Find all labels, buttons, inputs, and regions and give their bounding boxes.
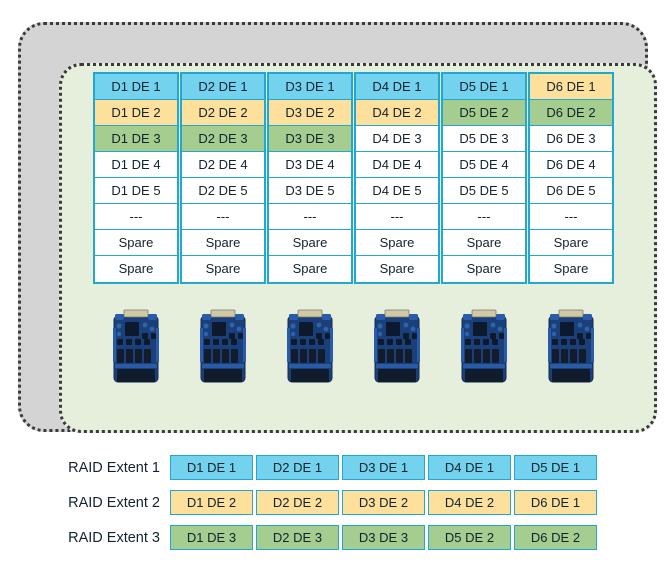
raid-extent-label: RAID Extent 3 (68, 529, 160, 546)
physical-drives-row (93, 308, 615, 386)
disk-extent-cell[interactable]: Spare (530, 256, 612, 282)
disk-extent-cell[interactable]: D3 DE 5 (269, 178, 351, 204)
disk-extent-cell[interactable]: --- (443, 204, 525, 230)
disk-extent-cell[interactable]: D1 DE 5 (95, 178, 177, 204)
disk-extent-cell[interactable]: D5 DE 1 (443, 74, 525, 100)
raid-extent-member[interactable]: D1 DE 2 (170, 490, 253, 515)
raid-extent-member[interactable]: D5 DE 2 (428, 525, 511, 550)
raid-extent-member[interactable]: D3 DE 3 (342, 525, 425, 550)
disk-drive-icon (374, 309, 420, 383)
disk-drive-icon (461, 309, 507, 383)
disk-extent-cell[interactable]: Spare (182, 230, 264, 256)
disk-extent-cell[interactable]: D6 DE 2 (530, 100, 612, 126)
disk-extent-cell[interactable]: D3 DE 4 (269, 152, 351, 178)
disk-extent-cell[interactable]: D4 DE 3 (356, 126, 438, 152)
disk-extent-cell[interactable]: D1 DE 1 (95, 74, 177, 100)
raid-extent-label: RAID Extent 2 (68, 494, 160, 511)
disk-extent-cell[interactable]: D4 DE 2 (356, 100, 438, 126)
raid-extent-member[interactable]: D3 DE 1 (342, 455, 425, 480)
raid-extent-member[interactable]: D2 DE 1 (256, 455, 339, 480)
disk-drive-6[interactable] (528, 308, 614, 386)
disk-extent-cell[interactable]: D5 DE 4 (443, 152, 525, 178)
raid-extent-member[interactable]: D2 DE 3 (256, 525, 339, 550)
disk-extent-cell[interactable]: D6 DE 1 (530, 74, 612, 100)
disk-extent-cell[interactable]: Spare (95, 256, 177, 282)
disk-extent-cell[interactable]: D2 DE 3 (182, 126, 264, 152)
disk-extent-cell[interactable]: Spare (356, 230, 438, 256)
disk-extent-cell[interactable]: Spare (269, 230, 351, 256)
disk-extent-cell[interactable]: --- (95, 204, 177, 230)
raid-extent-member[interactable]: D3 DE 2 (342, 490, 425, 515)
disk-extent-cell[interactable]: D6 DE 5 (530, 178, 612, 204)
raid-extent-member[interactable]: D4 DE 1 (428, 455, 511, 480)
disk-drive-2[interactable] (180, 308, 266, 386)
disk-extent-cell[interactable]: --- (356, 204, 438, 230)
disk-extent-cell[interactable]: D1 DE 3 (95, 126, 177, 152)
raid-extent-label: RAID Extent 1 (68, 459, 160, 476)
disk-drive-3[interactable] (267, 308, 353, 386)
raid-extent-member[interactable]: D5 DE 1 (514, 455, 597, 480)
disk-drive-4[interactable] (354, 308, 440, 386)
disk-extent-cell[interactable]: D6 DE 4 (530, 152, 612, 178)
disk-extent-cell[interactable]: --- (269, 204, 351, 230)
disk-extent-cell[interactable]: D2 DE 2 (182, 100, 264, 126)
disk-drive-icon (113, 309, 159, 383)
disk-extent-cell[interactable]: D2 DE 4 (182, 152, 264, 178)
disk-drive-1[interactable] (93, 308, 179, 386)
disk-extent-cell[interactable]: D4 DE 1 (356, 74, 438, 100)
disk-drive-icon (200, 309, 246, 383)
disk-extent-cell[interactable]: D5 DE 5 (443, 178, 525, 204)
disk-extent-cell[interactable]: Spare (530, 230, 612, 256)
disk-extent-cell[interactable]: --- (182, 204, 264, 230)
raid-extent-member[interactable]: D1 DE 3 (170, 525, 253, 550)
disk-extent-cell[interactable]: D5 DE 3 (443, 126, 525, 152)
raid-extent-member[interactable]: D2 DE 2 (256, 490, 339, 515)
disk-extent-cell[interactable]: D4 DE 4 (356, 152, 438, 178)
disk-extent-cell[interactable]: D3 DE 3 (269, 126, 351, 152)
disk-extent-cell[interactable]: Spare (443, 230, 525, 256)
disk-extent-cell[interactable]: Spare (443, 256, 525, 282)
raid-extent-member[interactable]: D4 DE 2 (428, 490, 511, 515)
raid-extent-member[interactable]: D6 DE 1 (514, 490, 597, 515)
disk-extent-cell[interactable]: D3 DE 2 (269, 100, 351, 126)
disk-drive-5[interactable] (441, 308, 527, 386)
disk-extent-cell[interactable]: Spare (356, 256, 438, 282)
disk-extent-cell[interactable]: D5 DE 2 (443, 100, 525, 126)
disk-extent-cell[interactable]: Spare (269, 256, 351, 282)
disk-drive-icon (287, 309, 333, 383)
disk-extent-cell[interactable]: D1 DE 4 (95, 152, 177, 178)
disk-extent-cell[interactable]: D1 DE 2 (95, 100, 177, 126)
disk-extent-cell[interactable]: D2 DE 1 (182, 74, 264, 100)
disk-extent-cell[interactable]: --- (530, 204, 612, 230)
disk-extent-cell[interactable]: D4 DE 5 (356, 178, 438, 204)
disk-extent-cell[interactable]: Spare (182, 256, 264, 282)
disk-extent-cell[interactable]: D6 DE 3 (530, 126, 612, 152)
raid-extent-member[interactable]: D6 DE 2 (514, 525, 597, 550)
disk-extent-cell[interactable]: D3 DE 1 (269, 74, 351, 100)
disk-extent-cell[interactable]: Spare (95, 230, 177, 256)
disk-drive-icon (548, 309, 594, 383)
raid-extent-member[interactable]: D1 DE 1 (170, 455, 253, 480)
disk-extent-cell[interactable]: D2 DE 5 (182, 178, 264, 204)
